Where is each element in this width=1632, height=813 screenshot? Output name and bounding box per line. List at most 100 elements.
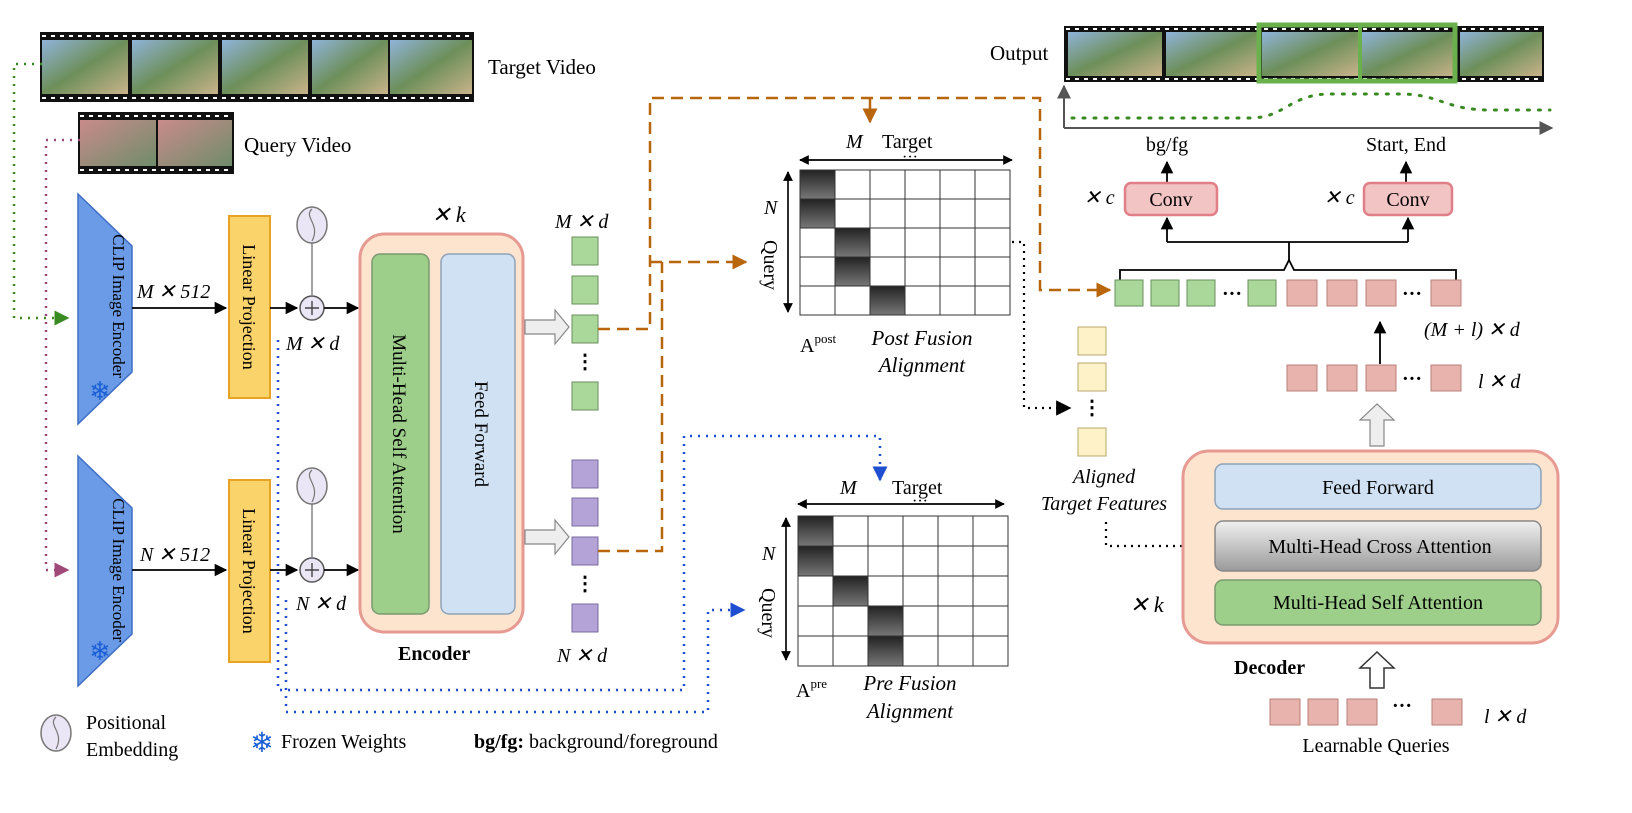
alignment-cell-active — [832, 575, 869, 607]
alignment-cell — [867, 515, 904, 547]
output-video-strip — [1064, 22, 1544, 84]
clip-encoder-query: CLIP Image Encoder ❄ — [77, 454, 133, 688]
post-fusion-connectors — [598, 96, 1112, 553]
alignment-cell — [869, 227, 906, 258]
feature-split-connector — [1119, 216, 1457, 280]
query-encoded-tokens: ⋮ — [571, 459, 599, 633]
alignment-cell — [904, 169, 941, 200]
legend-positional-1: Positional — [86, 712, 166, 734]
target-input-line — [12, 62, 70, 326]
conv-se-repeat: ✕ c — [1324, 187, 1355, 209]
post-m-label: M — [845, 131, 864, 153]
positional-embedding-query — [296, 467, 328, 583]
alignment-cell — [974, 256, 1011, 287]
alignment-cell-active — [869, 285, 906, 316]
alignment-cell — [832, 515, 869, 547]
target-video-label: Target Video — [488, 55, 596, 79]
legend-bgfg: bg/fg: background/foreground — [474, 731, 718, 753]
pre-fusion-connectors — [276, 340, 888, 714]
alignment-cell — [799, 285, 836, 316]
alignment-cell — [832, 545, 869, 577]
alignment-cell — [972, 575, 1009, 607]
conv-start-end-label: Conv — [1386, 189, 1429, 211]
alignment-cell — [799, 227, 836, 258]
alignment-cell — [972, 635, 1009, 667]
encoder-out-arrow-query — [524, 518, 570, 556]
l-d-label-bottom: l ✕ d — [1484, 706, 1527, 728]
conv-bgfg-block: Conv — [1123, 181, 1219, 217]
alignment-cell — [937, 635, 974, 667]
alignment-cell — [972, 605, 1009, 637]
legend-positional-2: Embedding — [86, 739, 178, 761]
decoder-title: Decoder — [1234, 657, 1305, 679]
m-d-label: M ✕ d — [285, 333, 340, 355]
legend: Positional Embedding ❄ Frozen Weights bg… — [40, 712, 718, 761]
positional-embedding-icon — [296, 467, 328, 505]
alignment-cell — [904, 227, 941, 258]
conv-start-end-block: Conv — [1362, 181, 1454, 217]
pre-fusion-matrix: M Target ··· N Query Apre Pre Fusion Ali… — [757, 477, 1009, 723]
post-n-label: N — [763, 197, 779, 219]
alignment-cell — [939, 256, 976, 287]
alignment-cell-active — [799, 169, 836, 200]
alignment-cell — [799, 256, 836, 287]
alignment-cell — [974, 169, 1011, 200]
conv-bgfg-repeat: ✕ c — [1084, 187, 1115, 209]
alignment-cell-active — [797, 515, 834, 547]
post-target-label: Target — [882, 131, 933, 153]
alignment-cell — [867, 545, 904, 577]
alignment-cell — [972, 515, 1009, 547]
alignment-cell — [974, 227, 1011, 258]
encoder-title: Encoder — [398, 643, 470, 665]
clip-encoder-query-label: CLIP Image Encoder — [109, 498, 128, 642]
alignment-cell — [797, 635, 834, 667]
positional-embedding-target — [296, 206, 328, 321]
decoder-mhca-label: Multi-Head Cross Attention — [1268, 536, 1491, 558]
alignment-cell-active — [867, 605, 904, 637]
positional-embedding-icon — [296, 206, 328, 244]
positional-embedding-icon — [40, 714, 72, 752]
post-fusion-title-2: Alignment — [877, 353, 966, 377]
svg-text:···: ··· — [1392, 695, 1412, 717]
enc-out-m-label: M ✕ d — [554, 211, 609, 233]
aligned-target-tokens: ⋮ — [1077, 326, 1107, 457]
decoder-output-tokens: ··· ··· — [1114, 279, 1462, 307]
encoder-out-arrow-target — [524, 308, 570, 346]
alignment-cell — [834, 285, 871, 316]
target-encoded-tokens: ⋮ — [571, 236, 599, 411]
alignment-cell — [902, 515, 939, 547]
pre-fusion-title-2: Alignment — [865, 699, 954, 723]
alignment-cell-active — [834, 227, 871, 258]
alignment-cell — [902, 635, 939, 667]
svg-text:···: ··· — [1222, 283, 1242, 305]
alignment-cell — [904, 198, 941, 229]
query-video-strip — [78, 112, 234, 174]
alignment-cell — [974, 198, 1011, 229]
pre-fusion-title-1: Pre Fusion — [862, 671, 956, 695]
encoder-ff-label: Feed Forward — [470, 381, 491, 488]
encoder-mhsa-label: Multi-Head Self Attention — [388, 334, 409, 534]
aligned-to-cross-connector — [1104, 522, 1214, 554]
output-score-curve — [1070, 92, 1552, 120]
decoder-out-arrow — [1358, 403, 1396, 447]
learnable-query-tokens: ··· — [1269, 695, 1463, 726]
post-fusion-matrix: M Target ··· N Query Apost Post Fusion A… — [759, 131, 1013, 377]
pre-query-label: Query — [757, 588, 779, 638]
alignment-cell-active — [867, 635, 904, 667]
clip-encoder-target-label: CLIP Image Encoder — [109, 234, 128, 378]
aligned-label-1: Aligned — [1071, 466, 1136, 488]
svg-text:···: ··· — [912, 493, 928, 510]
alignment-cell-active — [834, 256, 871, 287]
post-fusion-title-1: Post Fusion — [871, 326, 973, 350]
decoder-query-output-tokens: ··· — [1286, 364, 1462, 392]
alignment-cell — [904, 256, 941, 287]
query-input-line — [44, 138, 80, 578]
alignment-cell — [902, 575, 939, 607]
aligned-label-2: Target Features — [1041, 493, 1167, 515]
n-512-label: N ✕ 512 — [139, 544, 210, 566]
alignment-cell — [939, 285, 976, 316]
svg-text:⋮: ⋮ — [575, 351, 595, 373]
alignment-cell-active — [797, 545, 834, 577]
target-video-strip — [40, 32, 474, 102]
linear-projection-target: Linear Projection — [228, 215, 271, 399]
